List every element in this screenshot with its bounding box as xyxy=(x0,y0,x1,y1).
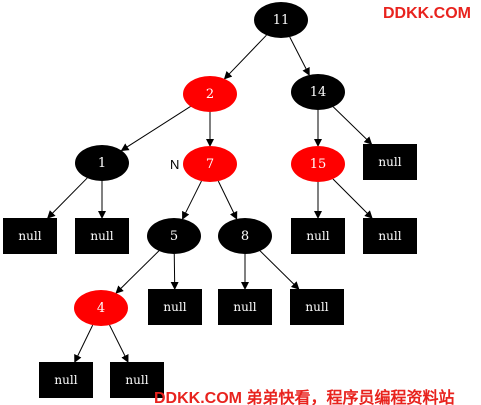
null-leaf: null xyxy=(39,362,93,398)
node-label: null xyxy=(233,300,256,314)
node-label: null xyxy=(306,229,329,243)
tree-node-7: 7 xyxy=(183,146,237,182)
node-ellipse xyxy=(291,146,345,182)
edge-n4-nl4b xyxy=(109,324,129,363)
node-label: 7 xyxy=(206,157,214,172)
edge-n1-nl1a xyxy=(47,177,88,219)
null-box xyxy=(110,362,164,398)
tree-node-1: 1 xyxy=(75,145,129,181)
edge-n2-n1 xyxy=(120,106,191,152)
edge-n15-nl15b xyxy=(332,178,373,219)
null-leaf: null xyxy=(148,289,202,325)
node-label: null xyxy=(305,300,328,314)
edge-n8-nl8b xyxy=(259,250,300,290)
edge-n11-n14 xyxy=(289,36,310,76)
node-label: null xyxy=(18,229,41,243)
edge-n5-n4 xyxy=(115,250,160,294)
null-leaf: null xyxy=(363,218,417,254)
null-box xyxy=(39,362,93,398)
node-ellipse xyxy=(147,218,201,254)
null-leaf: null xyxy=(363,144,417,180)
null-leaf: null xyxy=(291,218,345,254)
tree-node-11: 11 xyxy=(254,2,308,38)
null-box xyxy=(75,218,129,254)
edge-n7-n8 xyxy=(217,180,238,220)
null-leaf: null xyxy=(290,289,344,325)
edge-n4-nl4a xyxy=(74,324,94,363)
edge-n7-n5 xyxy=(182,180,202,220)
node-side-label: N xyxy=(170,157,180,172)
node-label: 4 xyxy=(97,301,105,316)
null-leaf: null xyxy=(110,362,164,398)
node-label: 15 xyxy=(310,157,327,172)
watermark-top: DDKK.COM xyxy=(383,5,471,22)
node-label: 5 xyxy=(170,229,178,244)
null-box xyxy=(290,289,344,325)
null-box xyxy=(148,289,202,325)
node-label: null xyxy=(163,300,186,314)
node-ellipse xyxy=(291,74,345,110)
node-ellipse xyxy=(254,2,308,38)
node-ellipse xyxy=(75,145,129,181)
node-label: 14 xyxy=(310,85,327,100)
node-label: null xyxy=(54,373,77,387)
tree-node-5: 5 xyxy=(147,218,201,254)
node-label: 2 xyxy=(206,87,214,102)
edges-layer xyxy=(47,34,373,363)
node-label: null xyxy=(378,155,401,169)
node-label: 1 xyxy=(98,156,106,171)
tree-node-8: 8 xyxy=(218,218,272,254)
null-box xyxy=(3,218,57,254)
node-ellipse xyxy=(183,146,237,182)
node-ellipse xyxy=(74,290,128,326)
null-leaf: null xyxy=(218,289,272,325)
node-label: null xyxy=(90,229,113,243)
node-label: 8 xyxy=(241,229,249,244)
watermark-bottom: DDKK.COM 弟弟快看，程序员编程资料站 xyxy=(154,390,455,405)
null-box xyxy=(218,289,272,325)
tree-node-4: 4 xyxy=(74,290,128,326)
null-leaf: null xyxy=(75,218,129,254)
null-box xyxy=(363,218,417,254)
node-label: null xyxy=(378,229,401,243)
tree-node-2: 2 xyxy=(183,76,237,112)
null-box xyxy=(291,218,345,254)
node-label: null xyxy=(125,373,148,387)
nodes-layer: 11 2 14 1 7 15 null null null 5 8 null null 4 null null… xyxy=(3,2,417,398)
edge-n14-nl14 xyxy=(332,106,373,145)
node-ellipse xyxy=(218,218,272,254)
edge-n11-n2 xyxy=(223,34,267,80)
null-box xyxy=(363,144,417,180)
node-ellipse xyxy=(183,76,237,112)
node-label: 11 xyxy=(273,13,290,28)
tree-node-15: 15 xyxy=(291,146,345,182)
null-leaf: null xyxy=(3,218,57,254)
tree-node-14: 14 xyxy=(291,74,345,110)
